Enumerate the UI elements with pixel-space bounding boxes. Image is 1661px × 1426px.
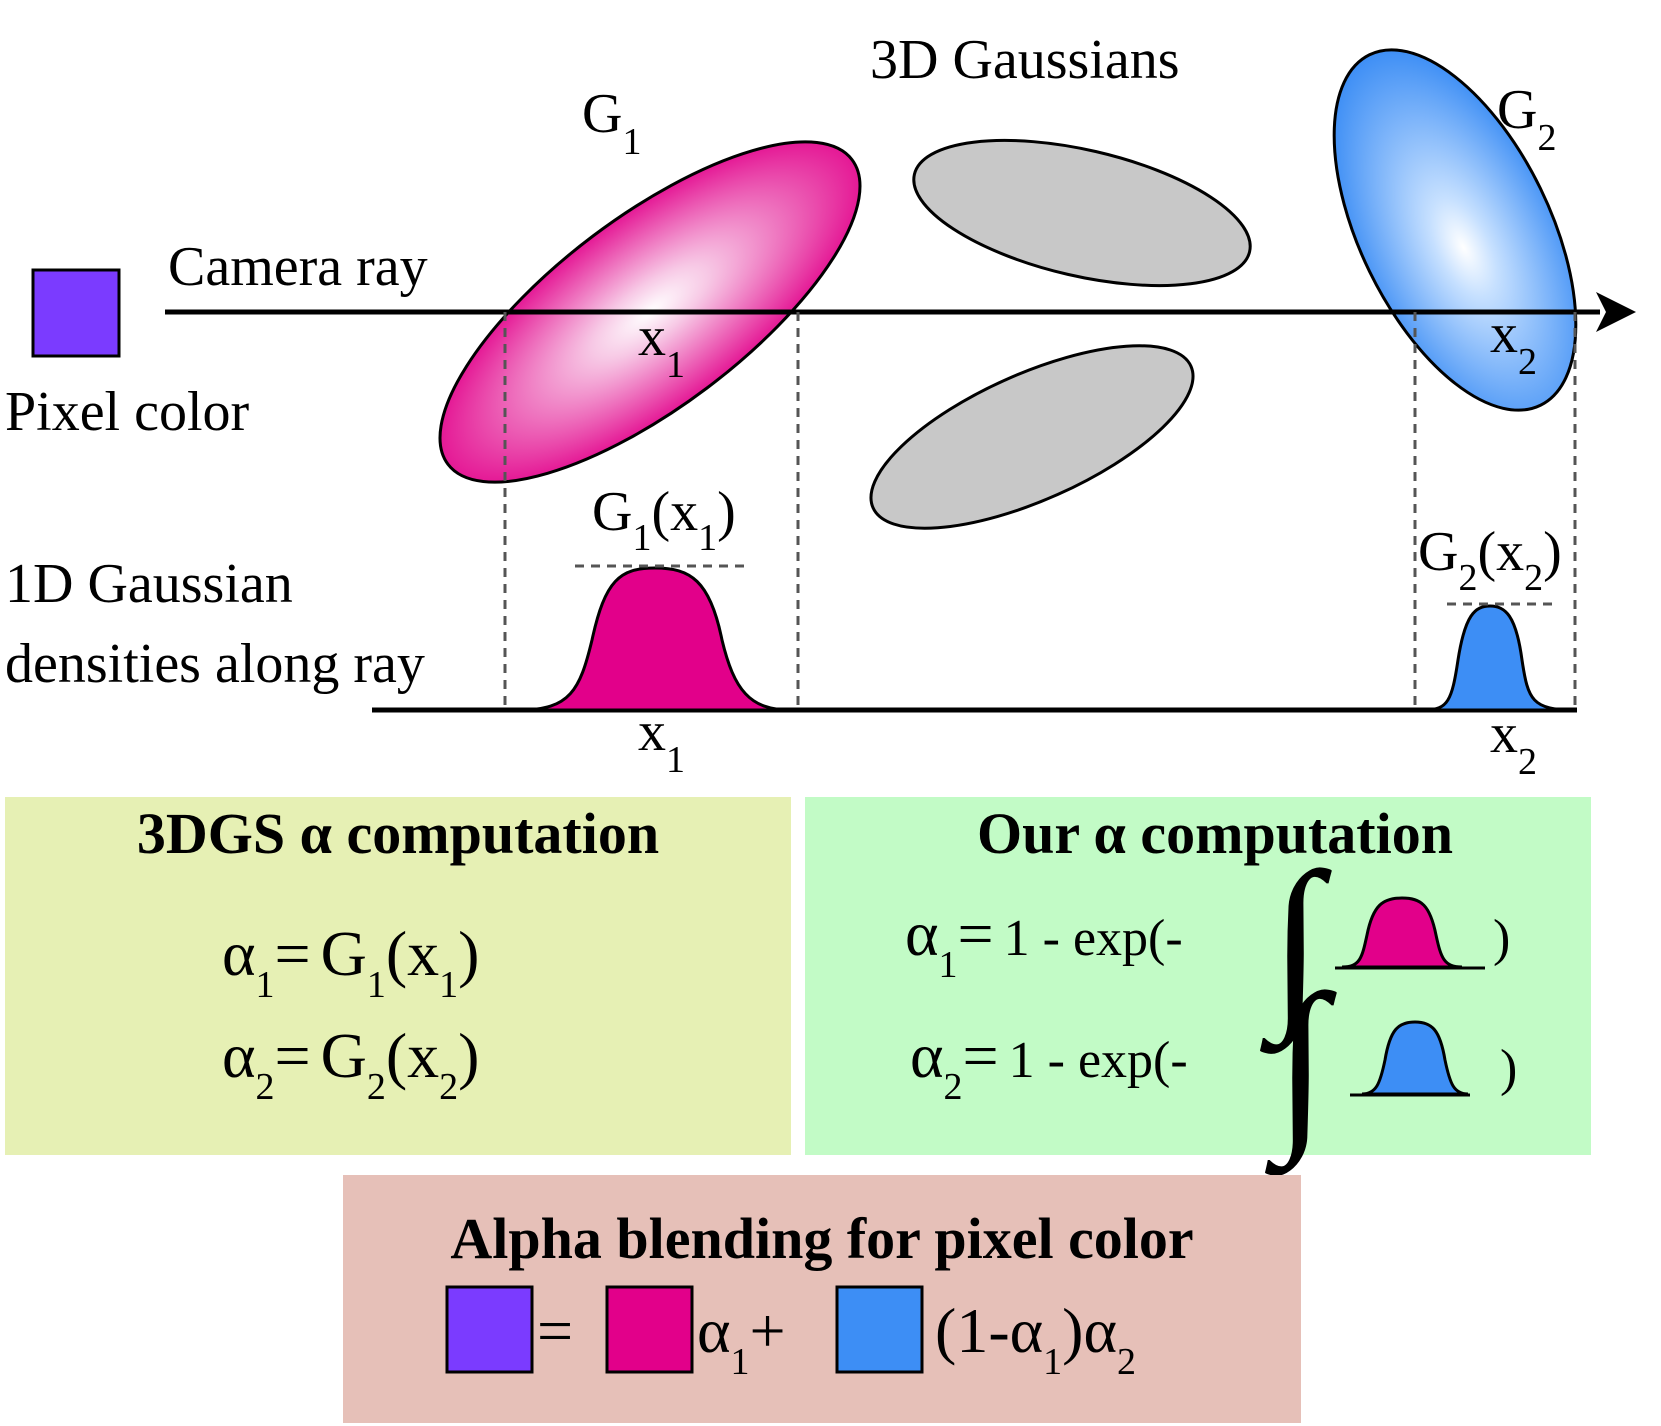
g1-label: G1 bbox=[582, 83, 641, 163]
pixel-color-swatch bbox=[31, 268, 121, 358]
box-3dgs-heading: 3DGS α computation bbox=[137, 801, 659, 866]
box-our-eq2-close: ) bbox=[1500, 1040, 1517, 1097]
density-bell-g2 bbox=[1424, 604, 1576, 712]
densities-label-line2: densities along ray bbox=[5, 633, 425, 695]
gaussian-g2 bbox=[1332, 48, 1578, 412]
title-3d-gaussians: 3D Gaussians bbox=[870, 29, 1180, 91]
densities-label-line1: 1D Gaussian bbox=[5, 553, 293, 615]
x1-on-axis: x1 bbox=[638, 701, 685, 781]
box-3dgs-eq2: α2=G2(x2) bbox=[222, 1020, 479, 1108]
integral-sign-2: ∫ bbox=[1264, 957, 1337, 1176]
integral-sign-1: ∫ bbox=[1259, 835, 1332, 1054]
box-3dgs-eq1: α1=G1(x1) bbox=[222, 918, 479, 1006]
blend-swatch-purple bbox=[445, 1285, 534, 1374]
mini-bell-g1 bbox=[1341, 896, 1463, 969]
blend-swatch-blue bbox=[835, 1285, 924, 1374]
blend-alpha1: α1+ bbox=[697, 1295, 786, 1383]
blend-one-minus: (1-α1)α2 bbox=[935, 1295, 1136, 1383]
box-our-eq1-close: ) bbox=[1493, 910, 1510, 967]
blend-swatch-magenta bbox=[605, 1285, 694, 1374]
box-our-heading: Our α computation bbox=[977, 801, 1453, 866]
box-blending-heading: Alpha blending for pixel color bbox=[450, 1206, 1193, 1271]
g2-x2-label: G2(x2) bbox=[1418, 521, 1562, 599]
density-bell-g1 bbox=[519, 566, 791, 712]
box-our-eq1: α1=1 - exp(- bbox=[905, 898, 1183, 986]
x1-on-ray: x1 bbox=[638, 306, 685, 386]
g1-x1-label: G1(x1) bbox=[592, 481, 736, 559]
x2-on-axis: x2 bbox=[1490, 703, 1537, 783]
box-our-eq2: α2=1 - exp(- bbox=[910, 1020, 1188, 1108]
camera-ray-label: Camera ray bbox=[168, 236, 428, 298]
box-3dgs-alpha bbox=[5, 797, 791, 1155]
gray-gaussian-lower bbox=[869, 344, 1195, 530]
x2-on-ray: x2 bbox=[1490, 303, 1537, 383]
pixel-color-label: Pixel color bbox=[5, 381, 250, 443]
g2-label: G2 bbox=[1497, 79, 1556, 159]
blend-eq-sign: = bbox=[537, 1295, 573, 1366]
gray-gaussian-upper bbox=[912, 138, 1252, 288]
mini-bell-g2 bbox=[1361, 1020, 1469, 1096]
